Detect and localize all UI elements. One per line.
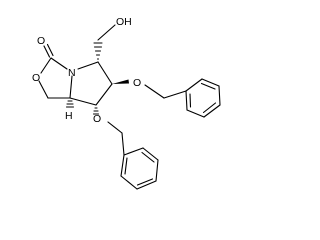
pyrrolidine-ring xyxy=(69,61,113,106)
bond-oring-ch2 xyxy=(38,80,49,99)
atom-label-nitrogen: N xyxy=(68,67,76,79)
atom-label-carbonyl-o: O xyxy=(37,35,45,47)
upper-benzyl-group xyxy=(144,78,221,118)
atom-label-ether-o-lower: O xyxy=(93,113,101,125)
oxazolidinone-ring xyxy=(38,57,71,99)
junction-h-hashed-bond xyxy=(65,100,75,108)
atom-label-hydroxyl: OH xyxy=(116,16,132,28)
upper-ether-wedge-bond xyxy=(112,79,129,84)
carbonyl-double-bond xyxy=(43,43,54,58)
bond-ch2-oh xyxy=(97,24,116,41)
bond-c-n xyxy=(50,57,68,70)
lower-benzyl-group xyxy=(107,121,159,190)
bond-c7-cjunction xyxy=(69,97,97,106)
bond-n-cjunction xyxy=(69,75,73,99)
chemical-structure: O O N OH H O O xyxy=(32,16,221,190)
bond-n-c5 xyxy=(77,61,99,70)
bond-c6-c7 xyxy=(95,83,113,106)
hydroxymethyl-hashed-bond xyxy=(93,42,103,60)
lower-ether-hashed-bond xyxy=(92,107,100,115)
atom-label-ring-o: O xyxy=(32,72,40,84)
bond-c5-c6 xyxy=(97,61,113,85)
bond-c-oring xyxy=(40,57,52,74)
atom-label-hydrogen: H xyxy=(65,110,73,122)
atom-label-ether-o-upper: O xyxy=(133,77,141,89)
